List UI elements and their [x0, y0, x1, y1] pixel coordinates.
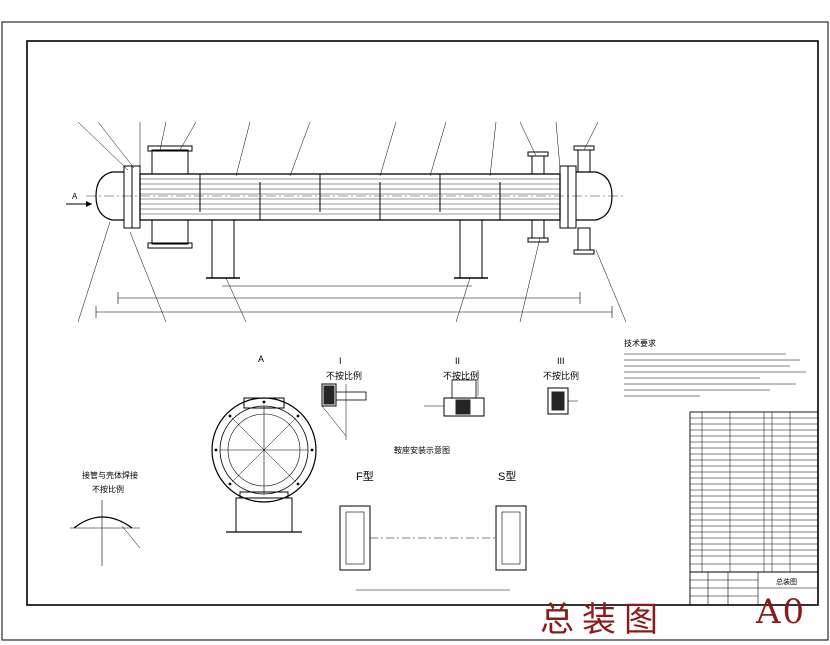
detail-1-num: I	[339, 356, 342, 366]
heat-exchanger-elevation	[66, 121, 627, 323]
shell-inlet-nozzle	[151, 149, 189, 175]
dimension-lines	[95, 285, 613, 318]
tube-bundle	[140, 178, 560, 215]
baffles	[199, 174, 501, 220]
title-block-name: 总装图	[776, 577, 797, 586]
section-view-a	[211, 397, 317, 533]
title-block	[689, 571, 819, 606]
shell-outlet-nozzle	[151, 219, 189, 245]
detail-2-label: 不按比例	[443, 370, 479, 381]
saddle-schematic	[339, 505, 527, 591]
joint-detail	[70, 500, 141, 566]
shell	[139, 173, 561, 221]
section-view-a-label: A	[258, 354, 264, 364]
outer-frame	[1, 21, 829, 641]
part-leaders	[77, 121, 627, 323]
joint-detail-line2: 不按比例	[92, 484, 124, 494]
right-flange	[567, 165, 577, 229]
parts-list	[689, 411, 819, 573]
left-tubesheet	[131, 165, 141, 229]
view-arrow-label: A	[72, 192, 78, 201]
sheet-size-caption: A0	[756, 592, 807, 632]
drawing-title-caption: 总装图	[540, 600, 666, 640]
detail-3-label: 不按比例	[543, 370, 579, 381]
channel-nozzle-bottom	[577, 227, 591, 251]
tech-req-lines	[624, 353, 806, 397]
saddle-title: 鞍座安装示意图	[394, 445, 450, 455]
tube-side-nozzle-bottom	[531, 219, 545, 239]
tech-req-title: 技术要求	[624, 338, 656, 348]
detail-2	[424, 370, 485, 417]
detail-3-num: III	[557, 356, 565, 366]
tube-side-nozzle-top	[531, 155, 545, 175]
saddle-f-label: F型	[356, 469, 374, 483]
detail-2-num: II	[455, 356, 460, 366]
detail-1-label: 不按比例	[326, 370, 362, 381]
joint-detail-line1: 接管与壳体焊接	[82, 470, 138, 480]
inner-frame	[26, 40, 819, 606]
detail-3	[547, 387, 578, 415]
left-flange	[123, 165, 133, 229]
saddle-supports	[206, 219, 488, 279]
saddle-s-label: S型	[498, 469, 516, 483]
channel-nozzle-top	[577, 149, 591, 173]
right-tubesheet	[559, 165, 569, 229]
detail-1	[321, 383, 367, 440]
